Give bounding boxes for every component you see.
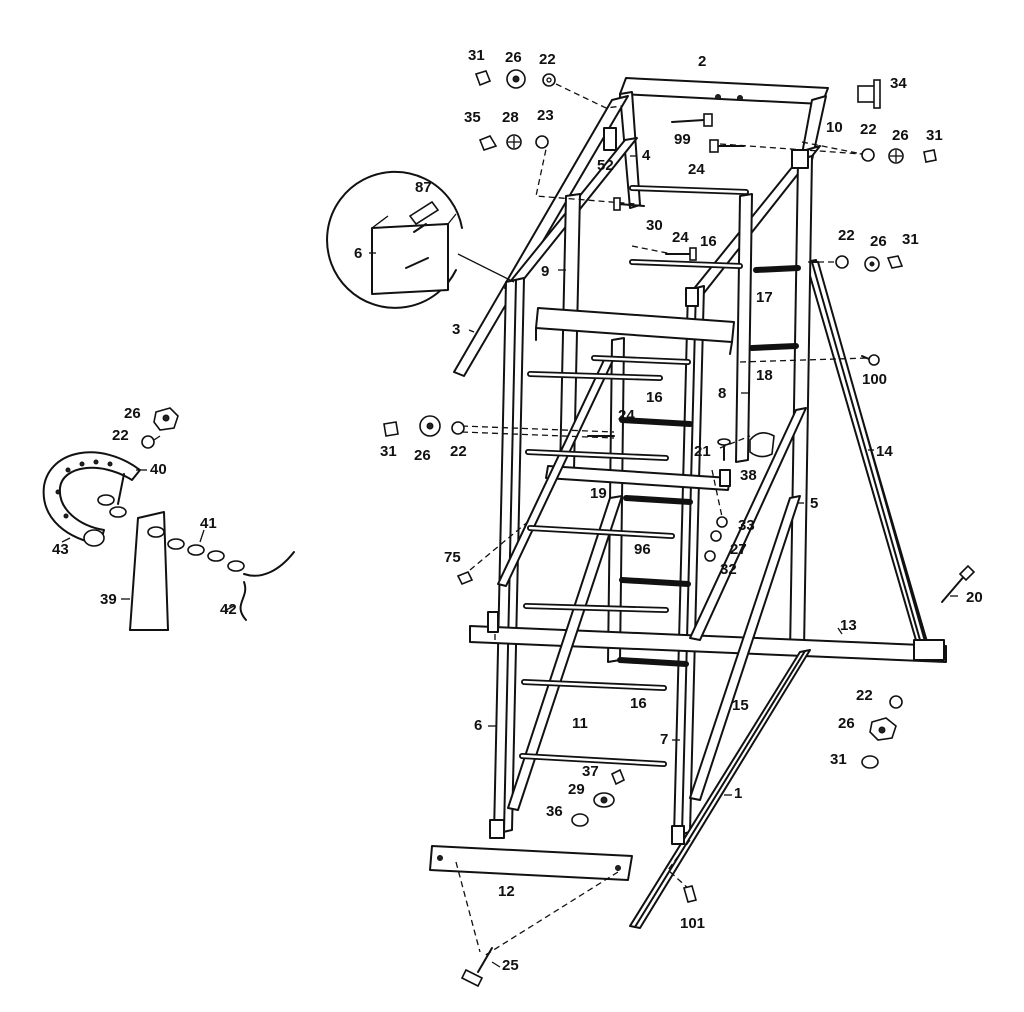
diagonal-rails [453, 95, 931, 655]
callout-42: 42 [220, 601, 237, 618]
callout-12: 12 [498, 883, 515, 900]
callout-31: 31 [830, 751, 847, 768]
callout-21: 21 [694, 443, 711, 460]
callout-26: 26 [892, 127, 909, 144]
callout-24: 24 [618, 407, 635, 424]
callout-30: 30 [646, 217, 663, 234]
callout-6: 6 [354, 245, 363, 262]
callout-31: 31 [902, 231, 919, 248]
callout-34: 34 [890, 75, 907, 92]
ground-board-1 [629, 649, 811, 929]
callout-14: 14 [876, 443, 893, 460]
callout-26: 26 [505, 49, 522, 66]
callout-22: 22 [860, 121, 877, 138]
callout-18: 18 [756, 367, 773, 384]
callout-16: 16 [646, 389, 663, 406]
callout-26: 26 [870, 233, 887, 250]
callout-41: 41 [200, 515, 217, 532]
callout-3: 3 [452, 321, 461, 338]
callout-36: 36 [546, 803, 563, 820]
callout-33: 33 [738, 517, 755, 534]
detail-callout-circle [326, 170, 515, 309]
callout-16: 16 [630, 695, 647, 712]
callout-13: 13 [840, 617, 857, 634]
ground-board-12 [429, 845, 633, 881]
middle-crossboard [545, 465, 731, 491]
lower-diagonals [497, 357, 807, 811]
callout-15: 15 [732, 697, 749, 714]
callout-35: 35 [464, 109, 481, 126]
callout-24: 24 [672, 229, 689, 246]
chain-and-strap-accessory [42, 407, 295, 631]
callout-20: 20 [966, 589, 983, 606]
callout-31: 31 [380, 443, 397, 460]
callout-31: 31 [926, 127, 943, 144]
callout-10: 10 [826, 119, 843, 136]
callout-29: 29 [568, 781, 585, 798]
callout-32: 32 [720, 561, 737, 578]
rungs [519, 185, 801, 767]
callout-ticks [61, 155, 958, 968]
callout-26: 26 [838, 715, 855, 732]
callout-52: 52 [597, 157, 614, 174]
callout-19: 19 [590, 485, 607, 502]
callout-5: 5 [810, 495, 819, 512]
callout-99: 99 [674, 131, 691, 148]
callout-75: 75 [444, 549, 461, 566]
callout-24: 24 [688, 161, 705, 178]
brackets [487, 127, 945, 845]
upper-crossboard [535, 307, 735, 355]
callout-6: 6 [474, 717, 483, 734]
callout-43: 43 [52, 541, 69, 558]
callout-101: 101 [680, 915, 706, 932]
callout-25: 25 [502, 957, 519, 974]
callout-22: 22 [112, 427, 129, 444]
callout-8: 8 [718, 385, 727, 402]
callout-22: 22 [856, 687, 873, 704]
top-crossbeam [619, 77, 829, 117]
callout-7: 7 [660, 731, 669, 748]
callout-9: 9 [541, 263, 550, 280]
callout-37: 37 [582, 763, 599, 780]
callout-22: 22 [539, 51, 556, 68]
callout-16: 16 [700, 233, 717, 250]
callout-96: 96 [634, 541, 651, 558]
callout-23: 23 [537, 107, 554, 124]
callout-100: 100 [862, 371, 888, 388]
callout-31: 31 [468, 47, 485, 64]
callout-22: 22 [838, 227, 855, 244]
callout-27: 27 [730, 541, 747, 558]
callout-28: 28 [502, 109, 519, 126]
callout-4: 4 [642, 147, 651, 164]
callout-40: 40 [150, 461, 167, 478]
callout-11: 11 [572, 715, 588, 732]
callout-26: 26 [414, 447, 431, 464]
callout-22: 22 [450, 443, 467, 460]
callout-1: 1 [734, 785, 743, 802]
callout-26: 26 [124, 405, 141, 422]
callout-2: 2 [698, 53, 707, 70]
hardware [383, 69, 976, 988]
callout-17: 17 [756, 289, 773, 306]
callout-38: 38 [740, 467, 757, 484]
callout-87: 87 [415, 179, 432, 196]
callout-39: 39 [100, 591, 117, 608]
ground-board-13 [469, 625, 947, 663]
